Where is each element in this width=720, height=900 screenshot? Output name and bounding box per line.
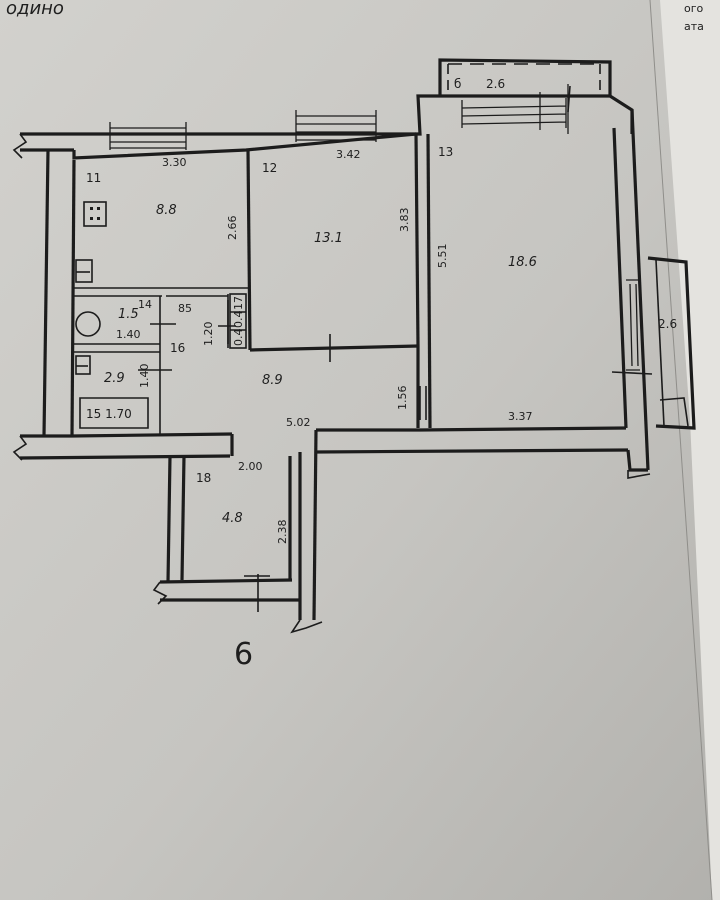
window-loggia bbox=[626, 279, 640, 371]
washbasin-symbol bbox=[75, 355, 91, 375]
outer-walls bbox=[12, 94, 651, 634]
room-16: 16 8.9 1.56 5.02 85 1.20 bbox=[170, 302, 409, 429]
windows bbox=[109, 84, 640, 371]
room-15-area: 2.9 bbox=[104, 371, 125, 386]
room-17: 17 0.4 0.4 bbox=[229, 293, 247, 349]
room-12: 12 3.42 13.1 3.83 bbox=[262, 148, 411, 246]
sink-symbol bbox=[75, 259, 93, 283]
balcony-label: б bbox=[454, 77, 461, 91]
room-13-depth: 5.51 bbox=[436, 244, 449, 269]
room-13-area: 18.6 bbox=[508, 255, 537, 270]
room-12-area: 13.1 bbox=[314, 231, 343, 246]
room-18-area: 4.8 bbox=[222, 511, 243, 526]
closet-area: 85 bbox=[178, 302, 192, 315]
closet-depth: 1.20 bbox=[202, 322, 215, 347]
room-12-width: 3.42 bbox=[336, 148, 361, 161]
room-18-width: 2.00 bbox=[238, 460, 263, 473]
room-16-number: 16 bbox=[170, 341, 185, 355]
entrance-label: 6 bbox=[234, 637, 253, 672]
window-room-12 bbox=[295, 110, 377, 142]
room-13-width: 3.37 bbox=[508, 410, 533, 423]
balcony-area: 2.6 bbox=[486, 77, 505, 91]
room-15: 2.9 1.40 15 1.70 bbox=[86, 364, 151, 422]
loggia-area: 2.6 bbox=[658, 317, 677, 331]
adjacent-page bbox=[650, 0, 720, 900]
room-12-number: 12 bbox=[262, 161, 277, 175]
door-marks bbox=[138, 85, 653, 612]
room-18-number: 18 bbox=[196, 471, 211, 485]
room-14: 1.5 14 1.40 bbox=[116, 298, 152, 341]
room-17-area: 0.4 bbox=[232, 329, 245, 347]
room-13-number: 13 bbox=[438, 145, 453, 159]
bath-label: 15 1.70 bbox=[86, 407, 132, 421]
room-16-area: 8.9 bbox=[262, 373, 283, 388]
room-11-number: 11 bbox=[86, 171, 101, 185]
window-room-11 bbox=[109, 122, 187, 150]
room-18: 18 2.00 4.8 2.38 bbox=[196, 460, 289, 544]
corner-text-right-2: ата bbox=[684, 20, 704, 33]
stove-symbol bbox=[83, 201, 107, 227]
room-17-number: 17 bbox=[232, 296, 245, 310]
balcony: б 2.6 bbox=[438, 58, 612, 96]
room-18-depth: 2.38 bbox=[276, 520, 289, 545]
room-15-depth: 1.40 bbox=[138, 364, 151, 389]
room-12-depth: 3.83 bbox=[398, 208, 411, 233]
room-11: 11 3.30 8.8 2.66 bbox=[86, 156, 239, 240]
room-16-width: 5.02 bbox=[286, 416, 311, 429]
room-16-depth: 1.56 bbox=[396, 386, 409, 411]
page-edge bbox=[649, 0, 713, 900]
loggia: 2.6 bbox=[647, 256, 696, 430]
room-14-number: 14 bbox=[138, 298, 152, 311]
room-11-width: 3.30 bbox=[162, 156, 187, 169]
room-14-area: 1.5 bbox=[118, 307, 139, 322]
room-17-width: 0.4 bbox=[232, 311, 245, 329]
corner-text-top-left: одино bbox=[6, 0, 64, 19]
room-13: 13 18.6 5.51 3.37 bbox=[436, 145, 537, 423]
room-11-area: 8.8 bbox=[156, 203, 177, 218]
toilet-symbol bbox=[75, 311, 101, 337]
fixtures bbox=[75, 201, 107, 375]
room-14-width: 1.40 bbox=[116, 328, 141, 341]
corner-text-right-1: ого bbox=[684, 2, 704, 15]
room-11-depth: 2.66 bbox=[226, 216, 239, 241]
